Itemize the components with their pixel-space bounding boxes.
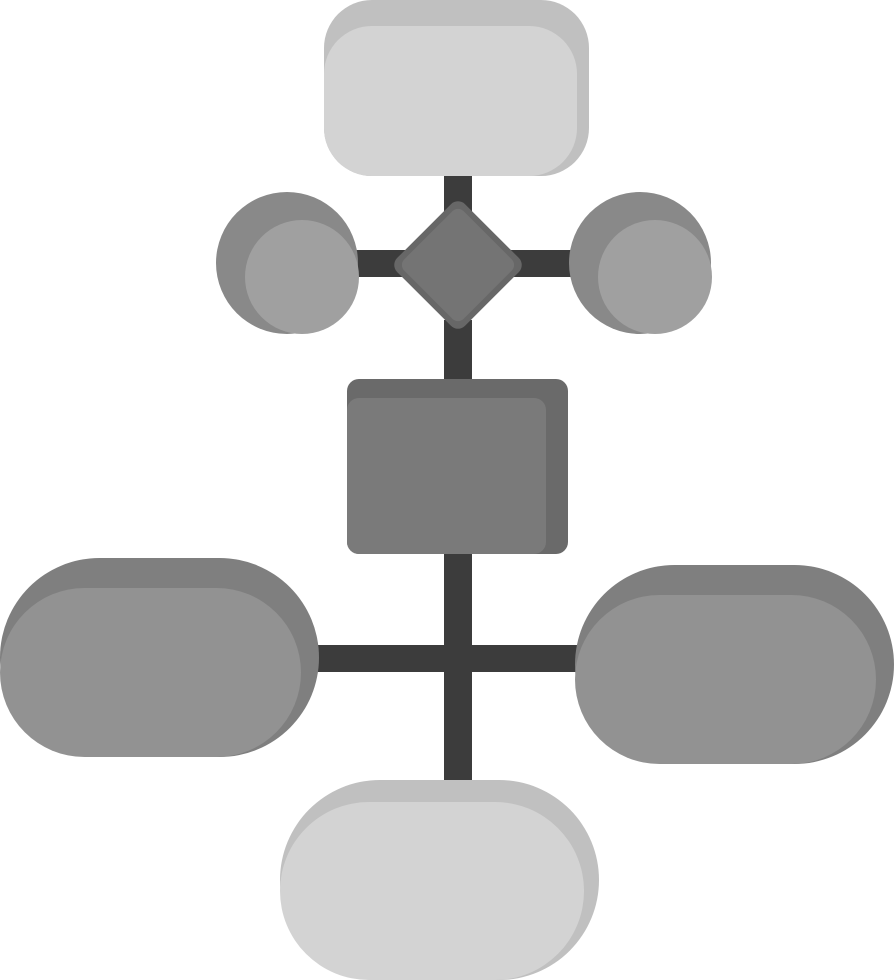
left-terminal-node (0, 558, 319, 757)
connector-cross-horizontal (310, 645, 590, 672)
right-circle-node (569, 192, 712, 334)
left-circle-node (216, 192, 359, 334)
process-node (347, 379, 568, 554)
right-terminal-node (575, 565, 894, 764)
decision-node (390, 197, 526, 333)
end-node (280, 780, 599, 980)
start-node (324, 0, 589, 176)
